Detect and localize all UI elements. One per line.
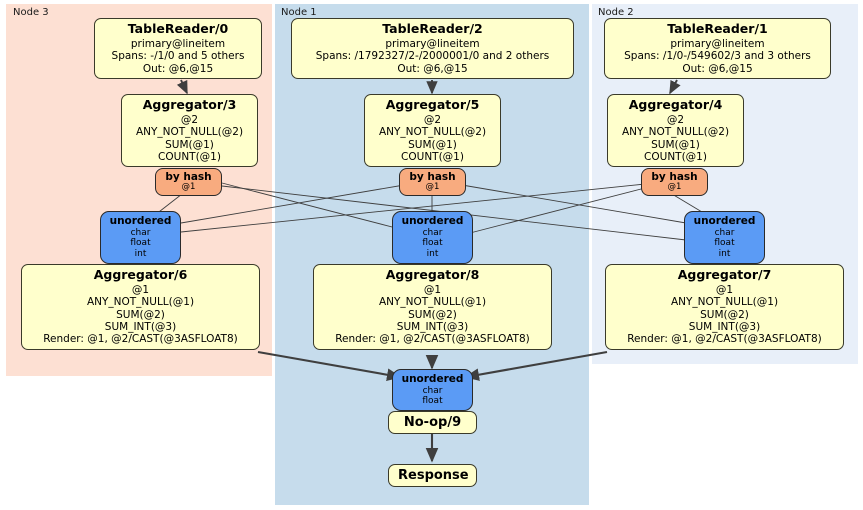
processor-title: No-op/9 [403,415,462,430]
router-column: @1 [425,182,440,193]
processor-detail-agg1: ANY_NOT_NULL(@1) [86,296,195,309]
processor-noop-9[interactable]: No-op/9 [388,411,477,435]
processor-detail-spans: Spans: /1792327/2-/2000001/0 and 2 other… [315,50,550,63]
synchronizer-type-1: float [422,396,443,407]
router-title: by hash [651,171,698,183]
processor-detail-groupby: @2 [666,113,685,126]
processor-detail-groupby: @1 [423,283,442,296]
processor-detail-agg1: ANY_NOT_NULL(@2) [378,126,487,139]
processor-title: TableReader/1 [667,21,768,36]
processor-detail-agg2: SUM(@1) [165,138,214,151]
synchronizer-title: unordered [109,215,172,227]
region-label-node-3: Node 3 [13,7,49,18]
synchronizer-type-1: float [422,238,443,249]
processor-title: TableReader/2 [382,21,483,36]
processor-detail-render: Render: @1, @2/CAST(@3ASFLOAT8) [627,333,822,346]
synchronizer-type-0: char [422,385,443,396]
processor-detail-agg3: SUM_INT(@3) [688,320,761,333]
synchronizer-type-2: int [718,249,731,260]
processor-detail-agg1: ANY_NOT_NULL(@2) [135,126,244,139]
processor-title: Aggregator/4 [628,97,723,112]
processor-detail-render: Render: @1, @2/CAST(@3ASFLOAT8) [43,333,238,346]
processor-detail-agg3: SUM_INT(@3) [396,320,469,333]
region-label-node-1: Node 1 [281,7,317,18]
processor-aggregator-3[interactable]: Aggregator/3 @2 ANY_NOT_NULL(@2) SUM(@1)… [121,94,258,168]
synchronizer-unordered-final[interactable]: unordered char float [392,369,473,412]
processor-title: TableReader/0 [127,21,229,36]
synchronizer-title: unordered [401,373,464,385]
router-column: @1 [667,182,682,193]
processor-detail-agg3: SUM_INT(@3) [104,320,177,333]
processor-detail-table: primary@lineitem [670,37,765,50]
router-title: by hash [165,171,212,183]
router-column: @1 [181,182,196,193]
processor-title: Aggregator/7 [677,267,772,282]
processor-detail-agg2: SUM(@2) [408,308,457,321]
synchronizer-type-2: int [426,249,439,260]
synchronizer-type-0: char [422,227,443,238]
router-title: by hash [409,171,456,183]
processor-table-reader-2[interactable]: TableReader/2 primary@lineitem Spans: /1… [291,18,574,79]
processor-aggregator-4[interactable]: Aggregator/4 @2 ANY_NOT_NULL(@2) SUM(@1)… [607,94,744,168]
synchronizer-type-2: int [134,249,147,260]
processor-detail-agg1: ANY_NOT_NULL(@1) [378,296,487,309]
processor-aggregator-5[interactable]: Aggregator/5 @2 ANY_NOT_NULL(@2) SUM(@1)… [364,94,501,168]
processor-table-reader-0[interactable]: TableReader/0 primary@lineitem Spans: -/… [94,18,262,79]
processor-detail-agg3: COUNT(@1) [401,150,464,163]
processor-detail-agg3: COUNT(@1) [644,150,707,163]
processor-table-reader-1[interactable]: TableReader/1 primary@lineitem Spans: /1… [604,18,831,79]
processor-detail-out: Out: @6,@15 [142,62,214,75]
processor-detail-agg2: SUM(@1) [408,138,457,151]
synchronizer-title: unordered [401,215,464,227]
processor-title: Aggregator/3 [142,97,237,112]
processor-detail-agg2: SUM(@2) [116,308,165,321]
processor-aggregator-6[interactable]: Aggregator/6 @1 ANY_NOT_NULL(@1) SUM(@2)… [21,264,260,350]
processor-detail-out: Out: @6,@15 [397,62,468,75]
processor-detail-table: primary@lineitem [385,37,480,50]
synchronizer-unordered-left[interactable]: unordered char float int [100,211,181,264]
synchronizer-title: unordered [693,215,756,227]
processor-detail-groupby: @2 [180,113,199,126]
router-by-hash-right[interactable]: by hash @1 [641,168,708,196]
synchronizer-type-1: float [130,238,151,249]
processor-detail-groupby: @1 [131,283,150,296]
synchronizer-type-1: float [714,238,735,249]
processor-detail-agg1: ANY_NOT_NULL(@1) [670,296,779,309]
synchronizer-unordered-right[interactable]: unordered char float int [684,211,765,264]
processor-detail-render: Render: @1, @2/CAST(@3ASFLOAT8) [335,333,530,346]
processor-detail-agg3: COUNT(@1) [158,150,221,163]
processor-detail-spans: Spans: /1/0-/549602/3 and 3 others [624,50,811,63]
processor-detail-agg1: ANY_NOT_NULL(@2) [621,126,730,139]
processor-aggregator-8[interactable]: Aggregator/8 @1 ANY_NOT_NULL(@1) SUM(@2)… [313,264,552,350]
processor-title: Response [398,468,469,483]
processor-detail-out: Out: @6,@15 [682,62,753,75]
processor-aggregator-7[interactable]: Aggregator/7 @1 ANY_NOT_NULL(@1) SUM(@2)… [605,264,844,350]
processor-detail-groupby: @1 [715,283,734,296]
processor-detail-agg2: SUM(@1) [651,138,700,151]
processor-detail-agg2: SUM(@2) [700,308,749,321]
processor-title: Aggregator/8 [385,267,480,282]
synchronizer-type-0: char [130,227,151,238]
processor-detail-table: primary@lineitem [130,37,226,50]
processor-title: Aggregator/5 [385,97,480,112]
router-by-hash-left[interactable]: by hash @1 [155,168,222,196]
processor-detail-groupby: @2 [423,113,442,126]
region-label-node-2: Node 2 [598,7,634,18]
processor-title: Aggregator/6 [93,267,188,282]
synchronizer-unordered-center[interactable]: unordered char float int [392,211,473,264]
router-by-hash-center[interactable]: by hash @1 [399,168,466,196]
processor-response[interactable]: Response [388,464,477,488]
synchronizer-type-0: char [714,227,735,238]
processor-detail-spans: Spans: -/1/0 and 5 others [111,50,245,63]
